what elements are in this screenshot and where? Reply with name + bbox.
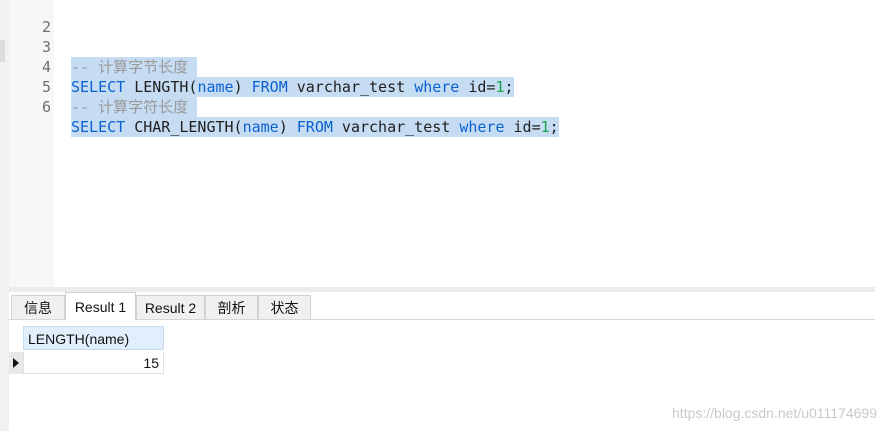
line-number: 5 (41, 78, 51, 96)
keyword-select: SELECT (71, 118, 126, 136)
line-number: 3 (41, 38, 51, 56)
line-number: 2 (41, 18, 51, 36)
panel-splitter[interactable] (9, 287, 875, 292)
keyword-select: SELECT (71, 78, 126, 96)
keyword-from: FROM (251, 78, 288, 96)
watermark: https://blog.csdn.net/u011174699 (672, 405, 877, 421)
tab-result-1[interactable]: Result 1 (65, 292, 136, 320)
tab-profile[interactable]: 剖析 (205, 295, 258, 319)
table-name: varchar_test (287, 78, 415, 96)
condition: id= (459, 78, 496, 96)
condition: id= (504, 118, 541, 136)
function-length: LENGTH( (125, 78, 198, 96)
grid-cell[interactable]: 15 (23, 352, 164, 374)
result-grid: LENGTH(name) 15 (9, 320, 875, 431)
result-tabs: 信息 Result 1 Result 2 剖析 状态 (9, 292, 875, 320)
left-margin-strip (0, 0, 9, 431)
tab-status[interactable]: 状态 (258, 295, 311, 319)
number-literal: 1 (495, 78, 505, 96)
editor-line[interactable]: 2 (9, 0, 51, 36)
column-name: name (197, 78, 234, 96)
line-number: 6 (41, 98, 51, 116)
line-number: 4 (41, 58, 51, 76)
keyword-where: where (414, 78, 460, 96)
keyword-where: where (459, 118, 505, 136)
semicolon: ; (504, 78, 514, 96)
row-selector[interactable] (9, 352, 23, 374)
code-line[interactable]: -- 计算字节长度 (71, 57, 198, 77)
sql-editor[interactable]: 2 3 -- 计算字节长度 4 SELECT LENGTH(name) FROM… (9, 0, 875, 287)
semicolon: ; (549, 118, 559, 136)
scroll-marker (0, 40, 5, 62)
keyword-from: FROM (296, 118, 333, 136)
number-literal: 1 (540, 118, 550, 136)
editor-line[interactable]: 4 SELECT LENGTH(name) FROM varchar_test … (9, 37, 514, 97)
editor-line[interactable]: 3 -- 计算字节长度 (9, 17, 198, 77)
code-line[interactable]: SELECT LENGTH(name) FROM varchar_test wh… (71, 77, 514, 97)
editor-line[interactable]: 6 SELECT CHAR_LENGTH(name) FROM varchar_… (9, 77, 559, 137)
code-line[interactable]: -- 计算字符长度 (71, 97, 198, 117)
column-header[interactable]: LENGTH(name) (23, 326, 164, 350)
close-paren: ) (278, 118, 297, 136)
column-name: name (242, 118, 279, 136)
function-char-length: CHAR_LENGTH( (125, 118, 243, 136)
tab-result-2[interactable]: Result 2 (136, 295, 205, 319)
tab-info[interactable]: 信息 (11, 295, 65, 319)
code-line[interactable]: SELECT CHAR_LENGTH(name) FROM varchar_te… (71, 117, 559, 137)
current-row-arrow-icon (13, 358, 19, 368)
line-number-gutter (9, 0, 54, 287)
sql-comment: -- 计算字符长度 (71, 98, 198, 116)
editor-line[interactable]: 5 -- 计算字符长度 (9, 57, 198, 117)
close-paren: ) (233, 78, 252, 96)
sql-comment: -- 计算字节长度 (71, 58, 198, 76)
table-name: varchar_test (332, 118, 460, 136)
